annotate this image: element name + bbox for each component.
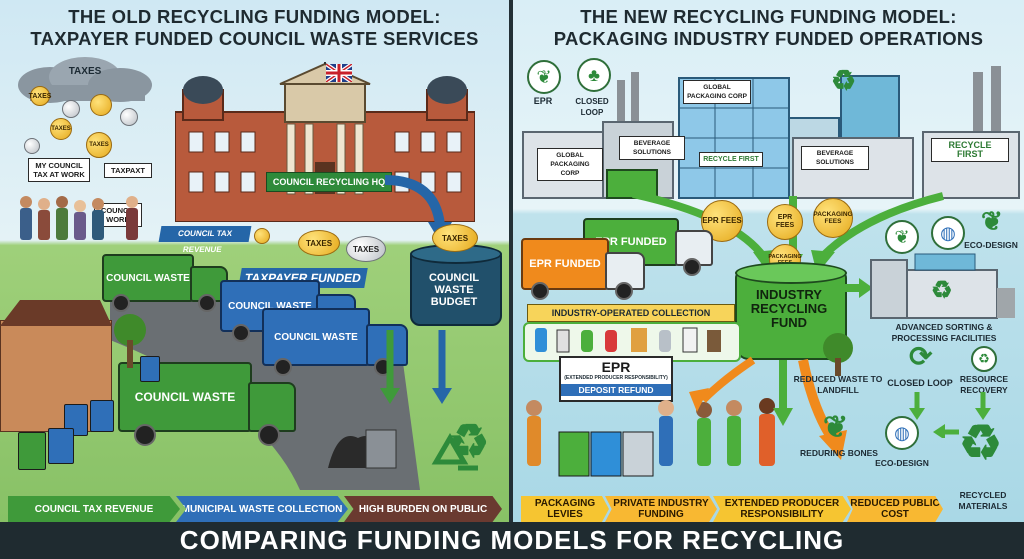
epr-deposit-sign: EPR (EXTENDED PRODUCER RESPONSIBILITY) D… bbox=[559, 356, 673, 402]
tax-coin-silver bbox=[24, 138, 40, 154]
sign-recycle-first: RECYCLE FIRST bbox=[931, 138, 1009, 162]
budget-coin: TAXES bbox=[432, 224, 478, 252]
cycle-arrows bbox=[909, 392, 991, 438]
resource-recovery-icon: ♻ bbox=[971, 346, 997, 372]
epr-fees-coin-1: EPR FEES bbox=[701, 200, 743, 242]
fund-pot-rim bbox=[735, 262, 847, 284]
tax-coin: TAXES bbox=[86, 132, 112, 158]
tree-icon bbox=[823, 333, 853, 376]
packaging-items-icons bbox=[535, 327, 721, 353]
tax-coin bbox=[90, 94, 112, 116]
cycle-resource-recovery-label: RESOURCE RECOVERY bbox=[959, 374, 1009, 395]
epr-leaf-icon: ❦ bbox=[527, 60, 561, 94]
tree-icon bbox=[114, 314, 146, 368]
closed-loop-icon-label: CLOSED LOOP bbox=[575, 97, 609, 117]
bar-packaging-levies: PACKAGING LEVIES bbox=[521, 496, 609, 522]
epr-truck-orange: EPR FUNDED bbox=[521, 238, 651, 304]
epr-fees-coin-2: EPR FEES bbox=[767, 204, 803, 240]
consumers-recycling-icon bbox=[526, 398, 775, 477]
globe-circle-icon: ◍ bbox=[931, 216, 965, 250]
green-bin bbox=[18, 432, 46, 470]
cycle-reduced-waste-label: REDUCED WASTE TO LANDFILL bbox=[793, 374, 883, 395]
new-model-title-line2: PACKAGING INDUSTRY FUNDED OPERATIONS bbox=[553, 28, 984, 49]
sign-recycle-first-top: RECYCLE FIRST bbox=[699, 152, 763, 167]
new-model-title-line1: THE NEW RECYCLING FUNDING MODEL: bbox=[580, 6, 957, 27]
bar-high-burden-on-public: HIGH BURDEN ON PUBLIC bbox=[344, 496, 502, 522]
recycle-symbol-icon: ♻ bbox=[831, 65, 857, 96]
council-building-icon bbox=[175, 62, 475, 222]
bar-municipal-waste-collection: MUNICIPAL WASTE COLLECTION bbox=[176, 496, 348, 522]
tax-coin-silver bbox=[62, 100, 80, 118]
recycling-bin bbox=[90, 400, 114, 432]
bar-private-industry-funding: PRIVATE INDUSTRY FUNDING bbox=[605, 496, 717, 522]
tax-cloud-label: TAXES bbox=[68, 66, 102, 77]
epr-sign-title: EPR bbox=[601, 359, 631, 375]
eco-design-globe-icon: ◍ bbox=[885, 416, 919, 450]
council-hq-banner: COUNCIL RECYCLING HQ bbox=[266, 172, 392, 192]
council-truck-4: COUNCIL WASTE bbox=[118, 362, 298, 448]
industry-collection-banner: INDUSTRY-OPERATED COLLECTION bbox=[527, 304, 735, 322]
sign-beverage-solutions: BEVERAGE SOLUTIONS bbox=[801, 146, 869, 170]
packaging-fees-coin-1: PACKAGING FEES bbox=[813, 198, 853, 238]
closed-loop-cycle-icon: ⟳ bbox=[909, 341, 933, 372]
leaf-sprout-icon: ❦ bbox=[823, 411, 849, 444]
leaf-circle-icon: ❦ bbox=[885, 220, 919, 254]
council-truck-1: COUNCIL WASTE bbox=[102, 254, 232, 314]
fund-output-arrows bbox=[689, 356, 847, 460]
protest-sign-1: MY COUNCIL TAX AT WORK bbox=[28, 158, 90, 182]
cycle-eco-design-label: ECO-DESIGN bbox=[875, 458, 929, 468]
cycle-reduring-bones-label: REDURING BONES bbox=[800, 448, 878, 458]
panel-divider bbox=[509, 0, 513, 522]
old-model-title-line2: TAXPAYER FUNDED COUNCIL WASTE SERVICES bbox=[30, 28, 479, 49]
old-model-title-line1: THE OLD RECYCLING FUNDING MODEL: bbox=[68, 6, 441, 27]
tax-coin: TAXES bbox=[50, 118, 72, 140]
tax-coin bbox=[254, 228, 270, 244]
tax-coin-silver bbox=[120, 108, 138, 126]
council-tax-revenue-ribbon: COUNCIL TAX REVENUE bbox=[158, 226, 252, 254]
taxes-coin-a: TAXES bbox=[298, 230, 340, 256]
epr-sign-subtitle: (EXTENDED PRODUCER RESPONSIBILITY) bbox=[564, 375, 668, 381]
taxes-coin-b: TAXES bbox=[346, 236, 386, 262]
recycle-symbol-icon: ♻ bbox=[448, 415, 490, 467]
bar-council-tax-revenue: COUNCIL TAX REVENUE bbox=[8, 496, 180, 522]
protest-sign-2: TAXPAXT bbox=[104, 163, 152, 178]
closed-loop-tree-icon: ♣ bbox=[577, 58, 611, 92]
cycle-recycled-materials-label: RECYCLED MATERIALS bbox=[958, 490, 1008, 511]
houses-roof bbox=[0, 300, 112, 326]
eco-design-leaf-icon: ❦ bbox=[981, 206, 1003, 236]
recycling-bin bbox=[48, 428, 74, 464]
old-model-panel: THE OLD RECYCLING FUNDING MODEL: TAXPAYE… bbox=[0, 0, 509, 522]
tax-coin: TAXES bbox=[29, 86, 51, 106]
recycled-materials-icon: ♻ bbox=[959, 417, 1003, 470]
epr-icon-label: EPR bbox=[533, 96, 553, 106]
sorting-facility-icon bbox=[870, 253, 1015, 319]
facility-recycle-icon: ♻ bbox=[931, 277, 953, 304]
sign-global-packaging-top: GLOBAL PACKAGING CORP bbox=[683, 80, 751, 104]
epr-sign-deposit: DEPOSIT REFUND bbox=[561, 384, 671, 396]
recycling-bin bbox=[140, 356, 160, 382]
bar-reduced-public-cost: REDUCED PUBLIC COST bbox=[847, 496, 943, 522]
fund-to-facility-arrow bbox=[843, 278, 873, 298]
taxpayers-group-icon bbox=[20, 196, 138, 240]
packaging-factories bbox=[522, 66, 1020, 199]
bar-extended-producer-responsibility: EXTENDED PRODUCER RESPONSIBILITY bbox=[713, 496, 851, 522]
facility-label: ADVANCED SORTING & PROCESSING FACILITIES bbox=[891, 322, 997, 343]
industry-recycling-fund-label: INDUSTRY RECYCLING FUND bbox=[750, 287, 828, 330]
eco-design-top-label: ECO-DESIGN bbox=[964, 240, 1018, 250]
waste-flow-arrows bbox=[380, 330, 452, 404]
new-model-panel: THE NEW RECYCLING FUNDING MODEL: PACKAGI… bbox=[513, 0, 1024, 522]
union-flag-icon bbox=[326, 64, 352, 82]
sign-global-packaging: GLOBAL PACKAGING CORP bbox=[537, 148, 603, 181]
waste-output-icons bbox=[328, 429, 478, 471]
cycle-closed-loop-label: CLOSED LOOP bbox=[887, 378, 953, 388]
council-waste-budget-label: COUNCIL WASTE BUDGET bbox=[428, 272, 480, 308]
sign-beverage-solutions-top: BEVERAGE SOLUTIONS bbox=[619, 136, 685, 160]
recycling-bin bbox=[64, 404, 88, 436]
footer-title: COMPARING FUNDING MODELS FOR RECYCLING bbox=[0, 522, 1024, 559]
